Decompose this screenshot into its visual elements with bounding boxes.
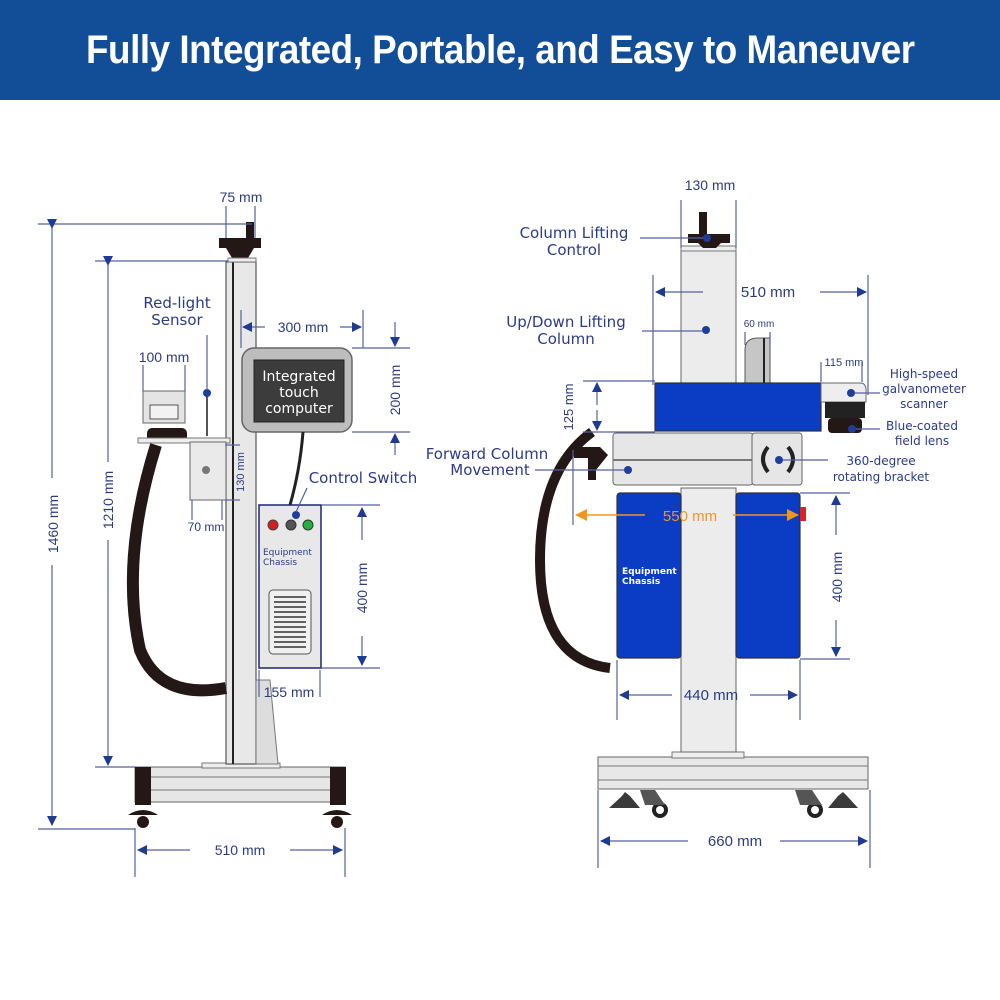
caster-wheel-icon xyxy=(137,816,149,828)
leveling-foot-icon xyxy=(609,792,640,808)
page-title: Fully Integrated, Portable, and Easy to … xyxy=(85,27,915,72)
left-dim-100mm: 100 mm xyxy=(139,349,190,365)
left-dim-75mm: 75 mm xyxy=(220,189,263,205)
galvanometer-scanner xyxy=(820,382,867,403)
column-lifting-control-label-1: Column Lifting xyxy=(520,224,629,242)
left-dim-300mm: 300 mm xyxy=(278,319,329,335)
left-dim-1210mm: 1210 mm xyxy=(100,471,116,529)
fiber-cable xyxy=(126,443,228,697)
left-dim-400mm: 400 mm xyxy=(354,563,370,614)
left-base xyxy=(128,762,352,828)
right-dim-550mm: 550 mm xyxy=(663,508,717,525)
right-dim-510mm: 510 mm xyxy=(741,284,795,301)
left-dim-155mm: 155 mm xyxy=(264,684,315,700)
right-laser-source xyxy=(654,382,867,433)
right-dim-115mm: 115 mm xyxy=(825,357,864,369)
left-dimension-lines xyxy=(38,206,410,877)
right-forward-arm xyxy=(534,427,803,673)
right-base xyxy=(597,751,869,818)
forward-movement-label-2: Movement xyxy=(450,461,530,479)
field-lens-label-2: field lens xyxy=(895,434,949,448)
left-dim-200mm: 200 mm xyxy=(387,365,403,416)
touch-computer-label-2: touch xyxy=(279,385,319,401)
updown-column-dot xyxy=(702,326,710,334)
galvo-label-3: scanner xyxy=(900,397,948,411)
green-indicator-light xyxy=(302,519,314,531)
left-dim-1460mm: 1460 mm xyxy=(45,495,61,553)
red-light-sensor-dot xyxy=(203,389,211,397)
computer-cable xyxy=(288,431,305,506)
forward-movement-label-1: Forward Column xyxy=(426,445,549,463)
left-chassis-label-2: Chassis xyxy=(263,558,297,568)
left-dim-510mm: 510 mm xyxy=(215,842,266,858)
galvo-label-1: High-speed xyxy=(890,367,958,381)
left-dim-130mm: 130 mm xyxy=(235,452,247,492)
forward-movement-dot xyxy=(624,466,632,474)
lifting-handwheel-icon xyxy=(219,238,261,248)
rotating-bracket-label-1: 360-degree xyxy=(846,454,915,468)
right-dim-400mm: 400 mm xyxy=(829,552,845,603)
right-dim-660mm: 660 mm xyxy=(708,833,762,850)
rotating-bracket-label-2: rotating bracket xyxy=(833,470,930,484)
left-equipment-chassis: Equipment Chassis xyxy=(258,504,322,669)
left-laser-head xyxy=(126,389,231,697)
right-chassis-label-2: Chassis xyxy=(622,577,660,587)
right-equipment-chassis: Equipment Chassis xyxy=(616,492,806,659)
leveling-foot-icon xyxy=(828,792,858,808)
red-indicator-light xyxy=(267,519,279,531)
fiber-cable xyxy=(534,427,611,673)
field-lens-label-1: Blue-coated xyxy=(886,419,958,433)
right-dim-125mm: 125 mm xyxy=(561,384,576,431)
right-dimension-lines xyxy=(535,200,880,868)
field-lens xyxy=(825,402,865,418)
touch-computer-label-1: Integrated xyxy=(262,369,335,385)
left-column xyxy=(219,222,279,765)
control-switch-label: Control Switch xyxy=(309,469,418,487)
right-dim-440mm: 440 mm xyxy=(684,687,738,704)
touch-computer-label-3: computer xyxy=(265,401,333,417)
left-dim-70mm: 70 mm xyxy=(188,520,225,534)
integrated-touch-computer: Integrated touch computer xyxy=(241,347,353,506)
vent-slats xyxy=(274,596,306,648)
right-front-view: Equipment Chassis xyxy=(426,177,966,868)
galvo-label-2: galvanometer xyxy=(882,382,966,396)
right-column xyxy=(680,212,771,753)
updown-column-label-2: Column xyxy=(537,330,594,348)
right-chassis-label-1: Equipment xyxy=(622,567,677,577)
right-dim-60mm: 60 mm xyxy=(744,319,775,330)
updown-column-label-1: Up/Down Lifting xyxy=(506,313,625,331)
caster-wheel-icon xyxy=(331,816,343,828)
left-side-view: Integrated touch computer Equipment Chas… xyxy=(38,189,417,877)
red-light-sensor-label-1: Red-light xyxy=(143,294,210,312)
gray-switch-button[interactable] xyxy=(285,519,297,531)
red-light-sensor-label-2: Sensor xyxy=(151,311,203,329)
column-lifting-control-label-2: Control xyxy=(547,241,601,259)
right-dim-130mm: 130 mm xyxy=(685,177,736,193)
left-chassis-label-1: Equipment xyxy=(263,548,312,558)
title-banner: Fully Integrated, Portable, and Easy to … xyxy=(0,0,1000,100)
